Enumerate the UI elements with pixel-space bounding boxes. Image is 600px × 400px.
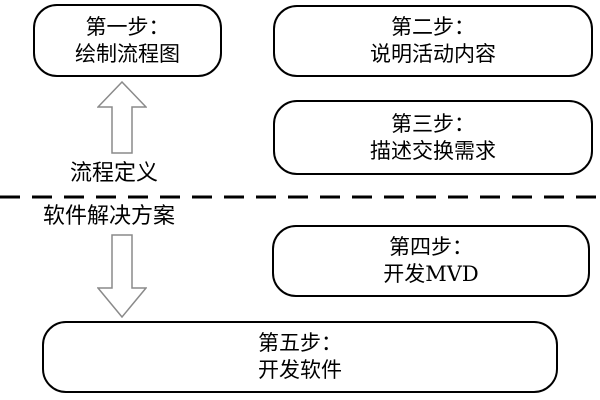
step3-box: 第三步： 描述交换需求 xyxy=(273,100,593,175)
hollow-down-arrow-icon xyxy=(97,234,147,318)
step2-title: 第二步： xyxy=(391,15,475,39)
step1-title: 第一步： xyxy=(85,14,170,39)
step3-title: 第三步： xyxy=(391,111,475,136)
step5-box: 第五步： 开发软件 xyxy=(42,321,558,393)
step5-description: 开发软件 xyxy=(258,358,342,382)
hollow-up-arrow-icon xyxy=(97,81,147,154)
step4-title: 第四步： xyxy=(389,235,473,259)
step1-box: 第一步： 绘制流程图 xyxy=(33,4,222,77)
step5-title: 第五步： xyxy=(258,331,342,355)
step3-description: 描述交换需求 xyxy=(370,138,496,163)
step2-box: 第二步： 说明活动内容 xyxy=(273,5,593,77)
step4-box: 第四步： 开发MVD xyxy=(272,225,590,297)
step4-description: 开发MVD xyxy=(383,262,479,286)
step2-description: 说明活动内容 xyxy=(370,42,496,66)
step1-description: 绘制流程图 xyxy=(75,41,180,66)
horizontal-dashed-line xyxy=(0,195,600,199)
software-solution-label: 软件解决方案 xyxy=(43,204,176,229)
process-definition-label: 流程定义 xyxy=(70,161,159,186)
